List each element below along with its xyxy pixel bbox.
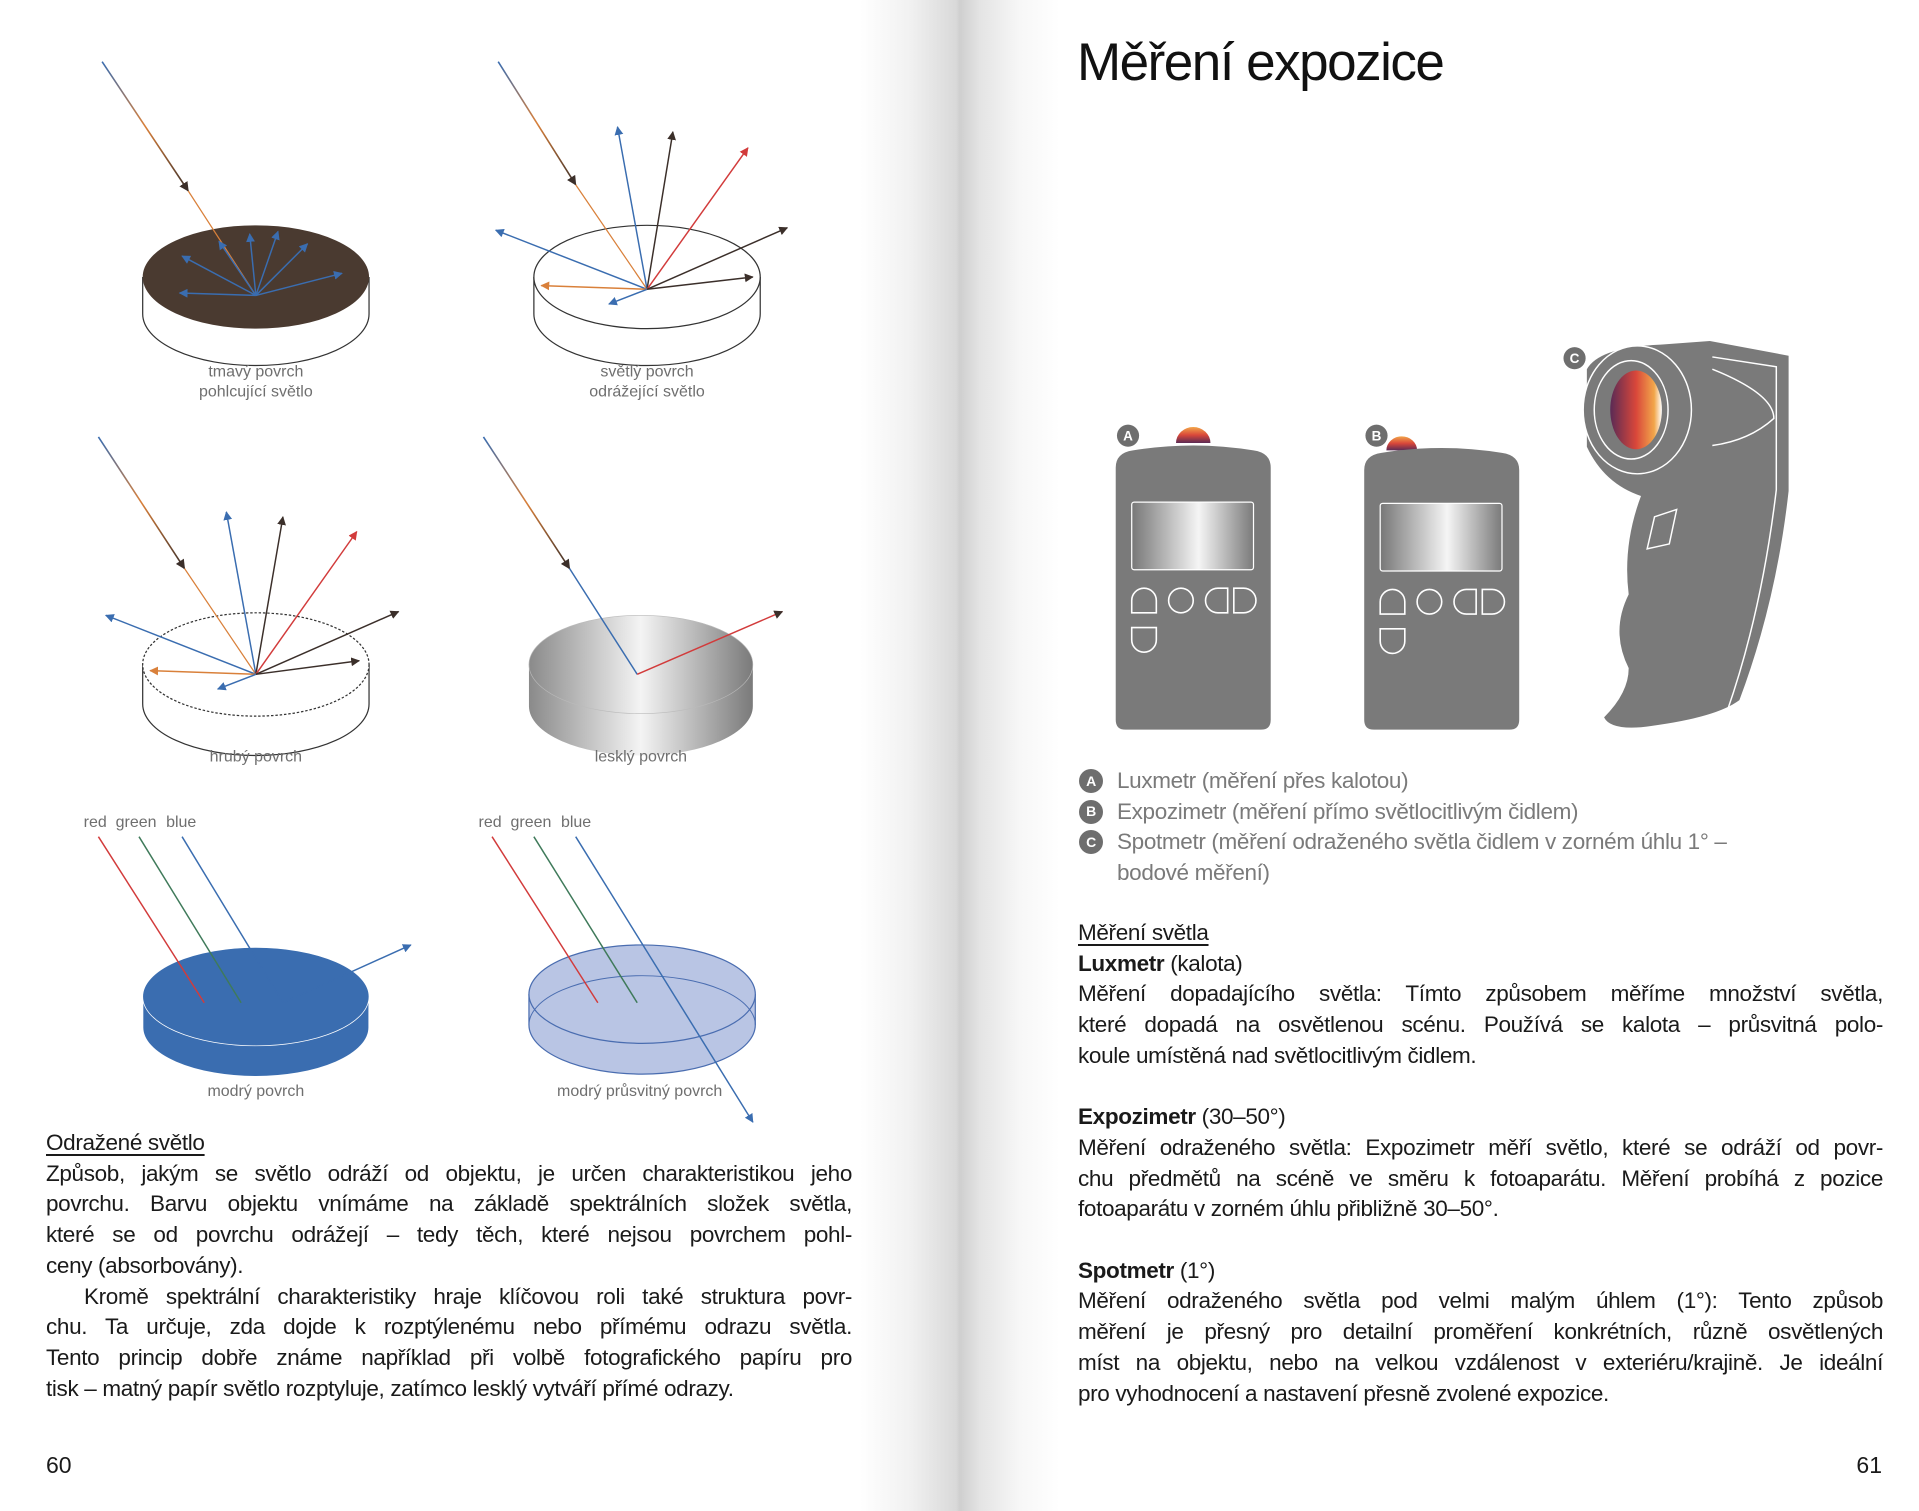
method-expozimetr: Expozimetr (30–50°)Měření odraženého svě… bbox=[1078, 1102, 1883, 1225]
text-line: povrchu. Barvu objektu vnímáme na základ… bbox=[46, 1191, 852, 1217]
label: odrážející světlo bbox=[589, 383, 705, 400]
text-line: Tento princip dobře známe například při … bbox=[46, 1344, 852, 1370]
method-luxmetr: Luxmetr (kalota)Měření dopadajícího svět… bbox=[1078, 949, 1883, 1072]
label-blue: blue bbox=[561, 814, 591, 831]
label: tmavý povrch bbox=[208, 364, 303, 381]
label: světlý povrch bbox=[600, 364, 693, 381]
text-line: ceny (absorbovány). bbox=[46, 1252, 244, 1278]
text-line: které se od povrchu odrážejí – tedy těch… bbox=[46, 1222, 852, 1248]
text-line: Kromě spektrální charakteristiky hraje k… bbox=[84, 1283, 852, 1309]
metering-methods: Luxmetr (kalota)Měření dopadajícího svět… bbox=[1078, 949, 1883, 1410]
section-heading: Odražené světlo bbox=[46, 1130, 205, 1155]
section-heading: Měření světla bbox=[1078, 920, 1209, 945]
page-number-right: 61 bbox=[1856, 1452, 1882, 1478]
figure-glossy-surface: lesklý povrch bbox=[482, 436, 784, 766]
body-text: Způsob, jakým se světlo odráží od objekt… bbox=[46, 1159, 852, 1405]
figure-rough-surface: hrubý povrch bbox=[97, 436, 400, 766]
text-line: měření je přesný pro detailní proměření … bbox=[1078, 1319, 1883, 1345]
legend-item-b: B Expozimetr (měření přímo světlocitlivým… bbox=[1077, 797, 1727, 828]
badge-b: B bbox=[1372, 429, 1382, 444]
label-red: red bbox=[479, 814, 502, 831]
text-line: koule umístěná nad světlocitlivým čidlem… bbox=[1078, 1042, 1477, 1068]
figure-translucent-surface: red green blue modrý průsvitný povrch bbox=[479, 814, 756, 1123]
book-gutter-shadow bbox=[860, 0, 1060, 1511]
meter-legend: A Luxmetr (měření přes kalotou) B Expozime… bbox=[1077, 766, 1727, 889]
badge-c-icon: C bbox=[1079, 830, 1103, 855]
label: hrubý povrch bbox=[210, 749, 302, 766]
figure-light-surface: světlý povrch odrážející světlo bbox=[494, 61, 789, 400]
figure-blue-surface: red green blue modrý povrch bbox=[84, 814, 412, 1100]
label-green: green bbox=[511, 814, 552, 831]
light-metering-section: Měření světla Luxmetr (kalota)Měření dop… bbox=[1078, 918, 1883, 1409]
text-line: Způsob, jakým se světlo odráží od objekt… bbox=[46, 1160, 852, 1186]
text-line: Měření odraženého světla pod velmi malým… bbox=[1078, 1288, 1883, 1314]
page-number-left: 60 bbox=[46, 1452, 72, 1478]
legend-item-c: C Spotmetr (měření odraženého světla čidl… bbox=[1077, 827, 1727, 858]
label-red: red bbox=[84, 814, 107, 831]
label: modrý průsvitný povrch bbox=[557, 1082, 722, 1100]
legend-text: Spotmetr (měření odraženého světla čidle… bbox=[1117, 829, 1727, 855]
method-angle: (kalota) bbox=[1164, 950, 1243, 976]
badge-a-icon: A bbox=[1079, 769, 1103, 793]
page-title: Měření expozice bbox=[1077, 33, 1445, 92]
method-angle: (1°) bbox=[1173, 1257, 1215, 1283]
exposure-meter-illustration: B bbox=[1364, 424, 1520, 730]
legend-item-a: A Luxmetr (měření přes kalotou) bbox=[1077, 766, 1727, 797]
figure-dark-surface: tmavý povrch pohlcující světlo bbox=[101, 61, 370, 400]
text-line: tisk – matný papír světlo rozptyluje, za… bbox=[46, 1375, 734, 1401]
spotmeter-illustration: C bbox=[1563, 340, 1789, 731]
label-green: green bbox=[116, 814, 157, 831]
legend-text-continued: bodové měření) bbox=[1117, 860, 1270, 886]
method-heading: Expozimetr (30–50°) bbox=[1078, 1102, 1883, 1133]
method-name: Expozimetr bbox=[1078, 1104, 1196, 1130]
legend-text: Luxmetr (měření přes kalotou) bbox=[1117, 768, 1409, 793]
text-line: které dopadá na osvětlenou scénu. Použív… bbox=[1078, 1012, 1883, 1038]
method-angle: (30–50°) bbox=[1195, 1104, 1286, 1130]
text-line: chu předmětů na scéně ve směru k fotoapa… bbox=[1078, 1165, 1883, 1191]
text-line: míst na objektu, nebo na velkou vzdáleno… bbox=[1078, 1349, 1883, 1375]
badge-a: A bbox=[1123, 429, 1133, 444]
method-name: Luxmetr bbox=[1078, 950, 1165, 976]
text-line: Měření odraženého světla: Expozimetr měř… bbox=[1078, 1134, 1883, 1160]
text-line: pro vyhodnocení a nastavení přesně zvole… bbox=[1078, 1380, 1609, 1406]
text-line: fotoaparátu v zorném úhlu přibližně 30–5… bbox=[1078, 1196, 1499, 1222]
luxmeter-illustration: A bbox=[1115, 424, 1271, 730]
reflected-light-section: Odražené světlo Způsob, jakým se světlo … bbox=[46, 1128, 852, 1404]
method-heading: Luxmetr (kalota) bbox=[1078, 949, 1883, 980]
label-blue: blue bbox=[166, 814, 196, 831]
method-name: Spotmetr bbox=[1078, 1257, 1174, 1283]
label: pohlcující světlo bbox=[199, 383, 313, 400]
label: modrý povrch bbox=[207, 1083, 304, 1100]
method-heading: Spotmetr (1°) bbox=[1078, 1256, 1883, 1287]
text-line: chu. Ta určuje, zda dojde k rozptýlenému… bbox=[46, 1314, 852, 1340]
text-line: Měření dopadajícího světla: Tímto způsob… bbox=[1078, 981, 1883, 1007]
method-spotmetr: Spotmetr (1°)Měření odraženého světla po… bbox=[1078, 1256, 1883, 1410]
label: lesklý povrch bbox=[595, 749, 687, 766]
badge-c: C bbox=[1570, 351, 1580, 366]
badge-b-icon: B bbox=[1079, 799, 1103, 824]
legend-text: Expozimetr (měření přímo světlocitlivým … bbox=[1117, 798, 1579, 824]
